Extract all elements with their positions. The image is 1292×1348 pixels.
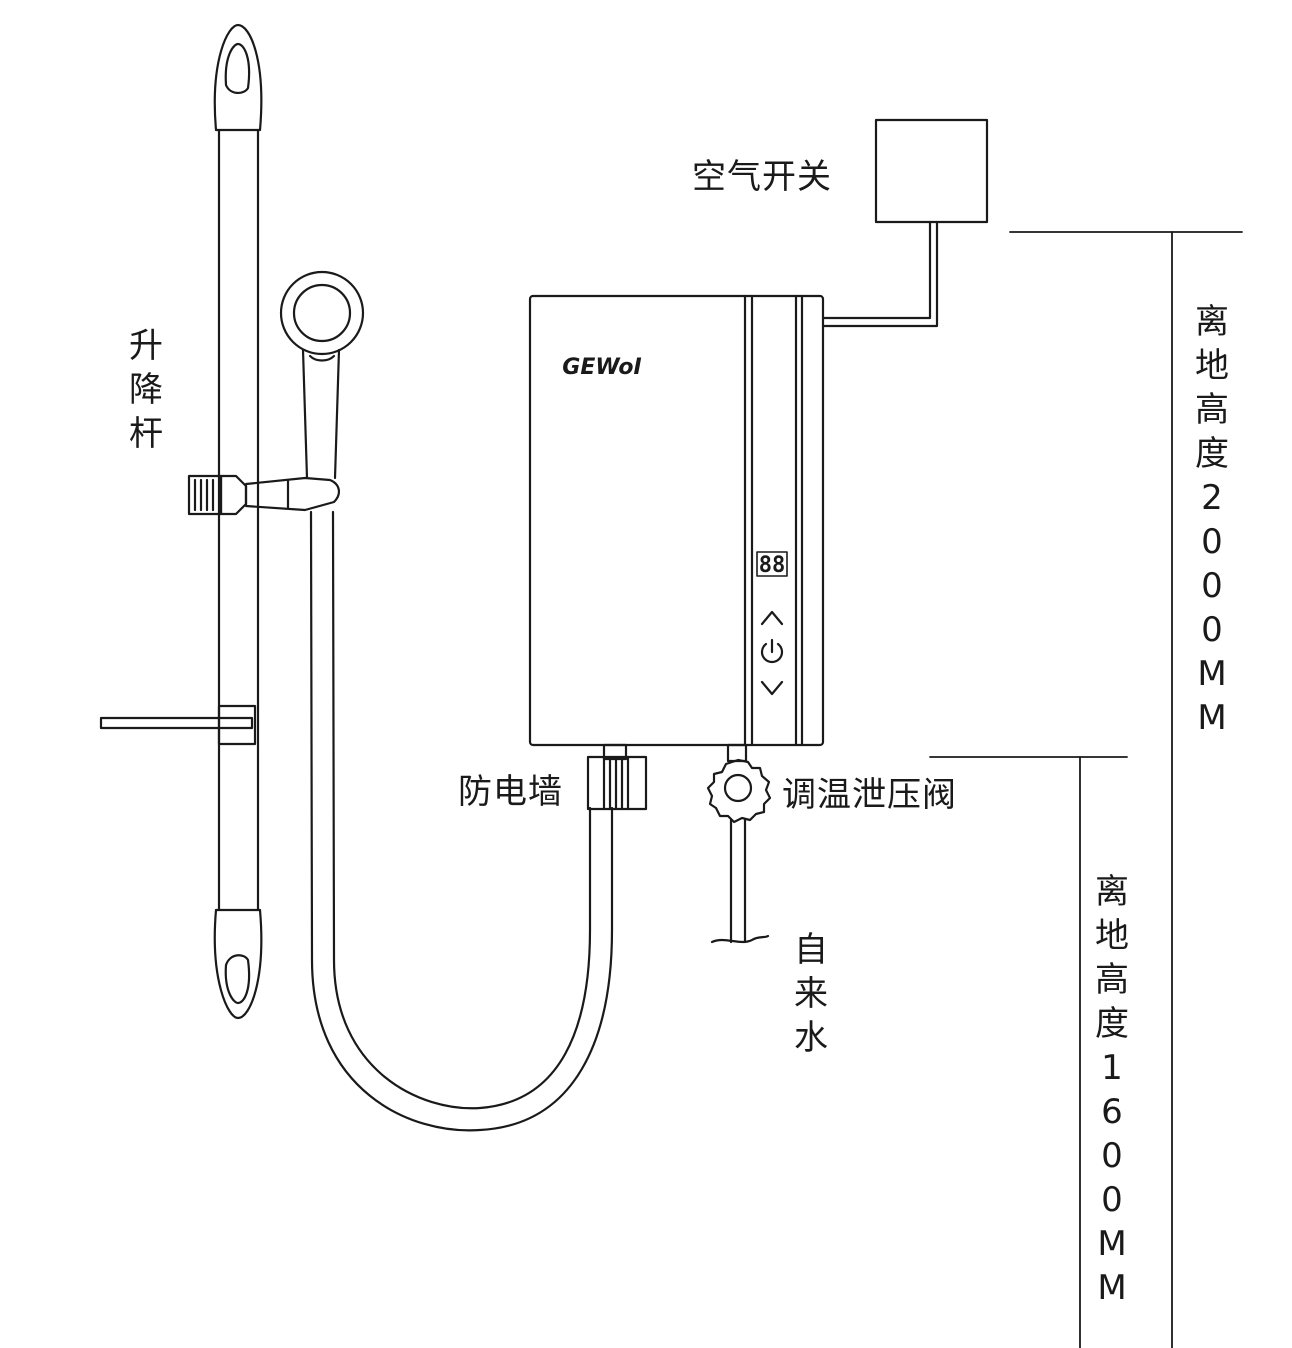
label-char: 高	[1095, 960, 1129, 1000]
up-chevron-icon	[760, 610, 784, 626]
down-chevron-icon	[760, 680, 784, 696]
label-char: 2	[1201, 478, 1223, 518]
lifting-rod-label: 升降杆	[124, 324, 168, 456]
heater-controls	[760, 610, 784, 696]
lifting-rod	[213, 23, 263, 1020]
label-char: 度	[1095, 1004, 1129, 1044]
label-char: 0	[1201, 522, 1223, 562]
label-char: 离	[1195, 302, 1229, 342]
heater-display	[756, 551, 788, 577]
label-char: M	[1097, 1268, 1127, 1308]
shower-head	[279, 270, 365, 480]
power-icon	[760, 638, 784, 664]
label-char: 度	[1195, 434, 1229, 474]
label-char: M	[1197, 698, 1227, 738]
label-char: 升	[129, 326, 163, 366]
label-char: M	[1097, 1224, 1127, 1264]
water-heater	[528, 294, 825, 747]
soap-shelf	[99, 704, 257, 746]
shower-hose	[309, 510, 614, 1132]
brand-logo: GEWoI	[562, 355, 641, 380]
label-char: M	[1197, 654, 1227, 694]
label-char: 6	[1101, 1092, 1123, 1132]
label-char: 0	[1101, 1136, 1123, 1176]
label-char: 离	[1095, 872, 1129, 912]
label-char: 杆	[129, 414, 163, 454]
dimension-1600	[929, 756, 1128, 1348]
label-char: 0	[1201, 566, 1223, 606]
label-char: 1	[1101, 1048, 1123, 1088]
air-switch-label: 空气开关	[692, 157, 832, 197]
anti-electric-wall-fitting	[586, 743, 648, 811]
label-char: 来	[794, 974, 828, 1014]
heater-display-digits: 88	[759, 553, 786, 578]
label-char: 0	[1201, 610, 1223, 650]
label-char: 自	[794, 930, 828, 970]
tap-water-label: 自来水	[789, 928, 833, 1060]
air-switch	[821, 118, 989, 328]
anti-electric-wall-label: 防电墙	[458, 772, 563, 812]
label-char: 地	[1095, 916, 1129, 956]
dimension-2000	[1009, 231, 1243, 1348]
label-char: 0	[1101, 1180, 1123, 1220]
temp-pressure-valve	[706, 743, 772, 944]
temp-valve-label: 调温泄压阀	[782, 775, 957, 815]
label-char: 水	[794, 1018, 828, 1058]
label-char: 地	[1195, 346, 1229, 386]
rod-slider-bracket	[187, 474, 340, 516]
label-char: 高	[1195, 390, 1229, 430]
label-char: 降	[129, 370, 163, 410]
